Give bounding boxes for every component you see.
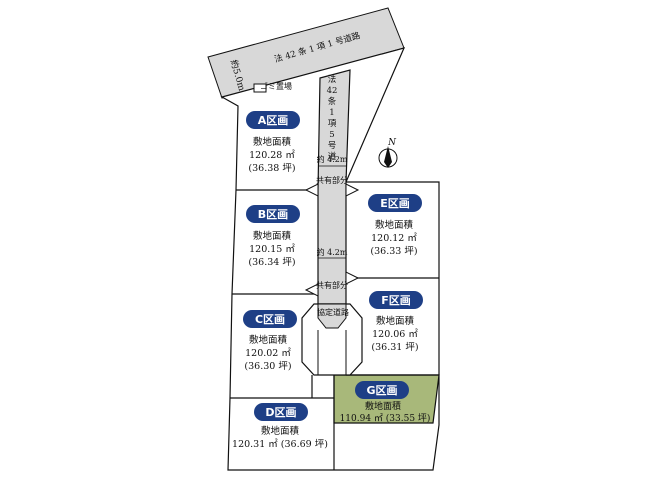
garbage-area-box xyxy=(253,83,267,93)
svg-text:敷地面積: 敷地面積 xyxy=(249,334,288,346)
private-road-label: 法 42 条 1 項 5 号 道 xyxy=(327,74,338,162)
svg-text:120.28 ㎡: 120.28 ㎡ xyxy=(249,150,295,161)
designated-road-area xyxy=(301,303,363,376)
shared-portion-markers xyxy=(304,183,360,297)
lot-badge xyxy=(368,194,422,212)
svg-text:(36.33 坪): (36.33 坪) xyxy=(370,245,417,257)
north-arrow-icon xyxy=(378,146,398,168)
lot-division-lines xyxy=(230,189,439,470)
svg-text:道: 道 xyxy=(328,151,337,162)
svg-text:敷地面積: 敷地面積 xyxy=(261,425,300,437)
lot-badge xyxy=(246,205,300,223)
lot-c: C区画 敷地面積 120.02 ㎡ (36.30 坪) xyxy=(243,310,297,372)
lot-badge xyxy=(369,291,423,309)
lot-badge xyxy=(254,403,308,421)
svg-text:110.94 ㎡ (33.55 坪): 110.94 ㎡ (33.55 坪) xyxy=(340,413,431,424)
shared-portion-upper: 共有部分 xyxy=(316,175,348,185)
svg-text:G区画: G区画 xyxy=(366,384,397,397)
svg-text:法: 法 xyxy=(328,74,337,85)
lot-badge xyxy=(246,111,300,129)
svg-text:敷地面積: 敷地面積 xyxy=(375,219,414,231)
svg-text:敷地面積: 敷地面積 xyxy=(365,400,401,412)
lot-badge xyxy=(243,310,297,328)
svg-text:号: 号 xyxy=(328,141,337,151)
width-dimension-lines xyxy=(318,165,346,259)
svg-text:120.06 ㎡: 120.06 ㎡ xyxy=(372,329,418,340)
lot-b: B区画 敷地面積 120.15 ㎡ (36.34 坪) xyxy=(246,205,300,268)
north-label: N xyxy=(387,138,397,148)
svg-text:(36.31 坪): (36.31 坪) xyxy=(371,341,418,353)
lot-a: A区画 敷地面積 120.28 ㎡ (36.38 坪) xyxy=(246,111,300,174)
shared-portion-lower: 共有部分 xyxy=(316,280,348,290)
svg-text:敷地面積: 敷地面積 xyxy=(376,315,415,327)
svg-text:120.12 ㎡: 120.12 ㎡ xyxy=(371,233,417,244)
svg-text:5: 5 xyxy=(329,130,334,140)
garbage-area-label: ゴミ置場 xyxy=(260,81,292,91)
designated-road-label: 協定道路 xyxy=(317,307,349,317)
svg-text:42: 42 xyxy=(327,86,338,96)
svg-text:1: 1 xyxy=(329,108,334,118)
lot-badge xyxy=(355,381,409,399)
svg-text:120.15 ㎡: 120.15 ㎡ xyxy=(249,244,295,255)
svg-text:条: 条 xyxy=(328,96,337,107)
svg-text:敷地面積: 敷地面積 xyxy=(253,136,292,148)
svg-text:(36.34 坪): (36.34 坪) xyxy=(248,256,295,268)
svg-text:F区画: F区画 xyxy=(381,294,411,307)
svg-text:項: 項 xyxy=(328,119,337,129)
lot-f: F区画 敷地面積 120.06 ㎡ (36.31 坪) xyxy=(369,291,423,353)
designated-road-inner xyxy=(317,303,347,329)
svg-text:(36.38 坪): (36.38 坪) xyxy=(248,162,295,174)
lot-d: D区画 敷地面積 120.31 ㎡ (36.69 坪) xyxy=(232,403,328,450)
svg-text:E区画: E区画 xyxy=(380,197,410,210)
width-label-lower: 約 4.2m xyxy=(317,247,348,257)
svg-text:A区画: A区画 xyxy=(258,114,289,127)
svg-text:敷地面積: 敷地面積 xyxy=(253,230,292,242)
svg-text:(36.30 坪): (36.30 坪) xyxy=(244,360,291,372)
width-label-upper: 約 4.2m xyxy=(317,154,348,164)
svg-text:120.31 ㎡ (36.69 坪): 120.31 ㎡ (36.69 坪) xyxy=(232,438,328,450)
svg-text:C区画: C区画 xyxy=(255,313,285,326)
lot-g: G区画 敷地面積 110.94 ㎡ (33.55 坪) xyxy=(340,381,431,424)
svg-text:D区画: D区画 xyxy=(265,406,296,419)
svg-text:B区画: B区画 xyxy=(258,208,288,221)
svg-text:120.02 ㎡: 120.02 ㎡ xyxy=(245,348,291,359)
lot-e: E区画 敷地面積 120.12 ㎡ (36.33 坪) xyxy=(368,194,422,257)
